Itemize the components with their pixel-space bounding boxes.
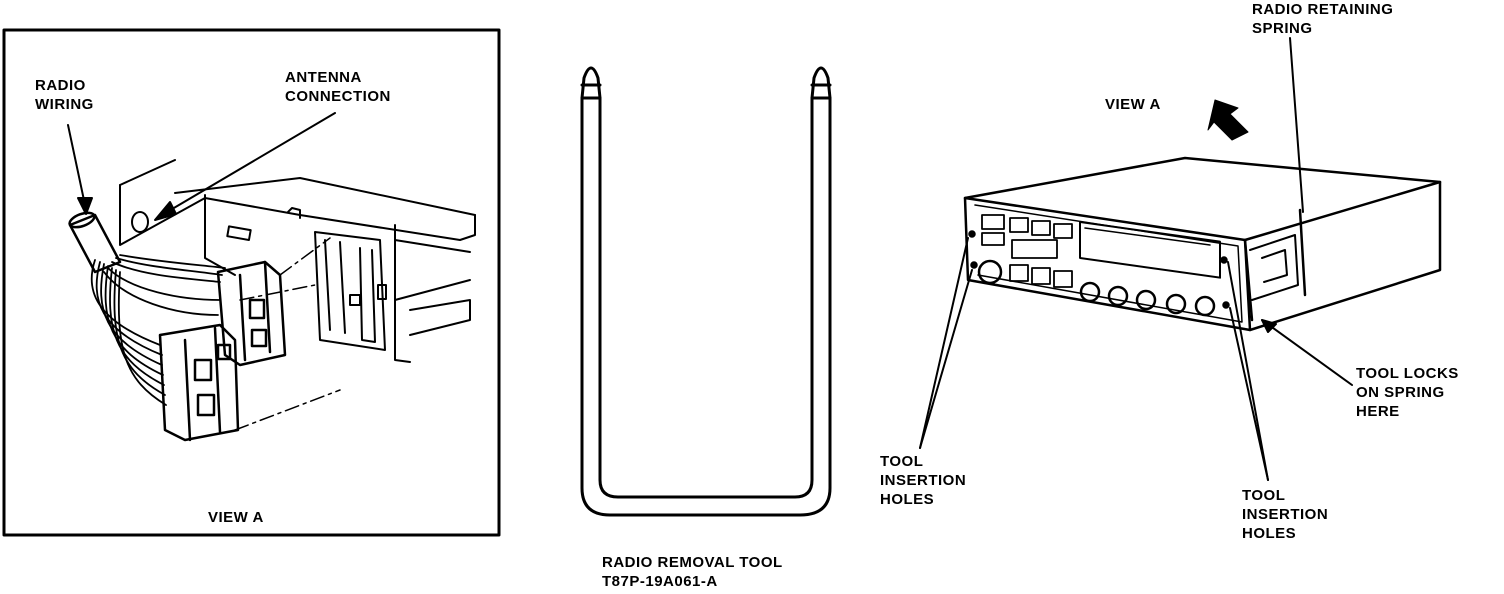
view-a-arrow (1207, 99, 1249, 141)
view-a-inset (2, 28, 501, 537)
label-radio-wiring-line2: WIRING (35, 96, 94, 113)
label-holes-left-line3: HOLES (880, 491, 935, 508)
label-holes-right-line3: HOLES (1242, 525, 1297, 542)
label-view-a-arrow: VIEW A (1105, 96, 1161, 113)
inset-frame (2, 28, 501, 537)
label-antenna-line2: CONNECTION (285, 88, 391, 105)
label-radio-wiring: RADIO WIRING (35, 76, 94, 114)
label-holes-right-line2: INSERTION (1242, 506, 1329, 523)
label-tool-locks-line3: HERE (1356, 403, 1400, 420)
label-removal-tool: RADIO REMOVAL TOOL T87P-19A061-A (602, 553, 783, 591)
label-holes-left-line1: TOOL (880, 453, 924, 470)
wiring-connectors (158, 260, 287, 442)
label-spring-line2: SPRING (1252, 20, 1313, 37)
label-tool-locks-line1: TOOL LOCKS (1356, 365, 1459, 382)
label-removal-tool-line2: T87P-19A061-A (602, 573, 718, 590)
radio-body-top (963, 156, 1442, 242)
radio-assembly (963, 156, 1442, 332)
tool-inner-outline (598, 96, 814, 499)
label-view-a-inset: VIEW A (208, 509, 264, 526)
alignment-lines (234, 237, 341, 431)
label-removal-tool-line1: RADIO REMOVAL TOOL (602, 554, 783, 571)
label-tool-insertion-holes-right: TOOL INSERTION HOLES (1242, 486, 1328, 543)
tool-tip-right (810, 66, 832, 100)
label-antenna-line1: ANTENNA (285, 69, 362, 86)
label-radio-wiring-line1: RADIO (35, 77, 86, 94)
radio-body-side (1248, 180, 1442, 332)
radio-leaders (919, 37, 1353, 481)
label-radio-retaining-spring: RADIO RETAINING SPRING (1252, 0, 1393, 38)
label-spring-line1: RADIO RETAINING (1252, 1, 1394, 18)
label-tool-insertion-holes-left: TOOL INSERTION HOLES (880, 452, 966, 509)
radio-front-panel (963, 196, 1252, 332)
wire-harness (68, 211, 226, 406)
tool-tip-left (580, 66, 602, 100)
tool-outer-outline (580, 96, 832, 517)
label-holes-left-line2: INSERTION (880, 472, 967, 489)
label-antenna-connection: ANTENNA CONNECTION (285, 68, 391, 106)
radio-removal-tool (580, 66, 832, 517)
label-holes-right-line1: TOOL (1242, 487, 1286, 504)
label-tool-locks-line2: ON SPRING (1356, 384, 1445, 401)
inset-leaders (67, 112, 336, 221)
label-tool-locks: TOOL LOCKS ON SPRING HERE (1356, 364, 1459, 421)
